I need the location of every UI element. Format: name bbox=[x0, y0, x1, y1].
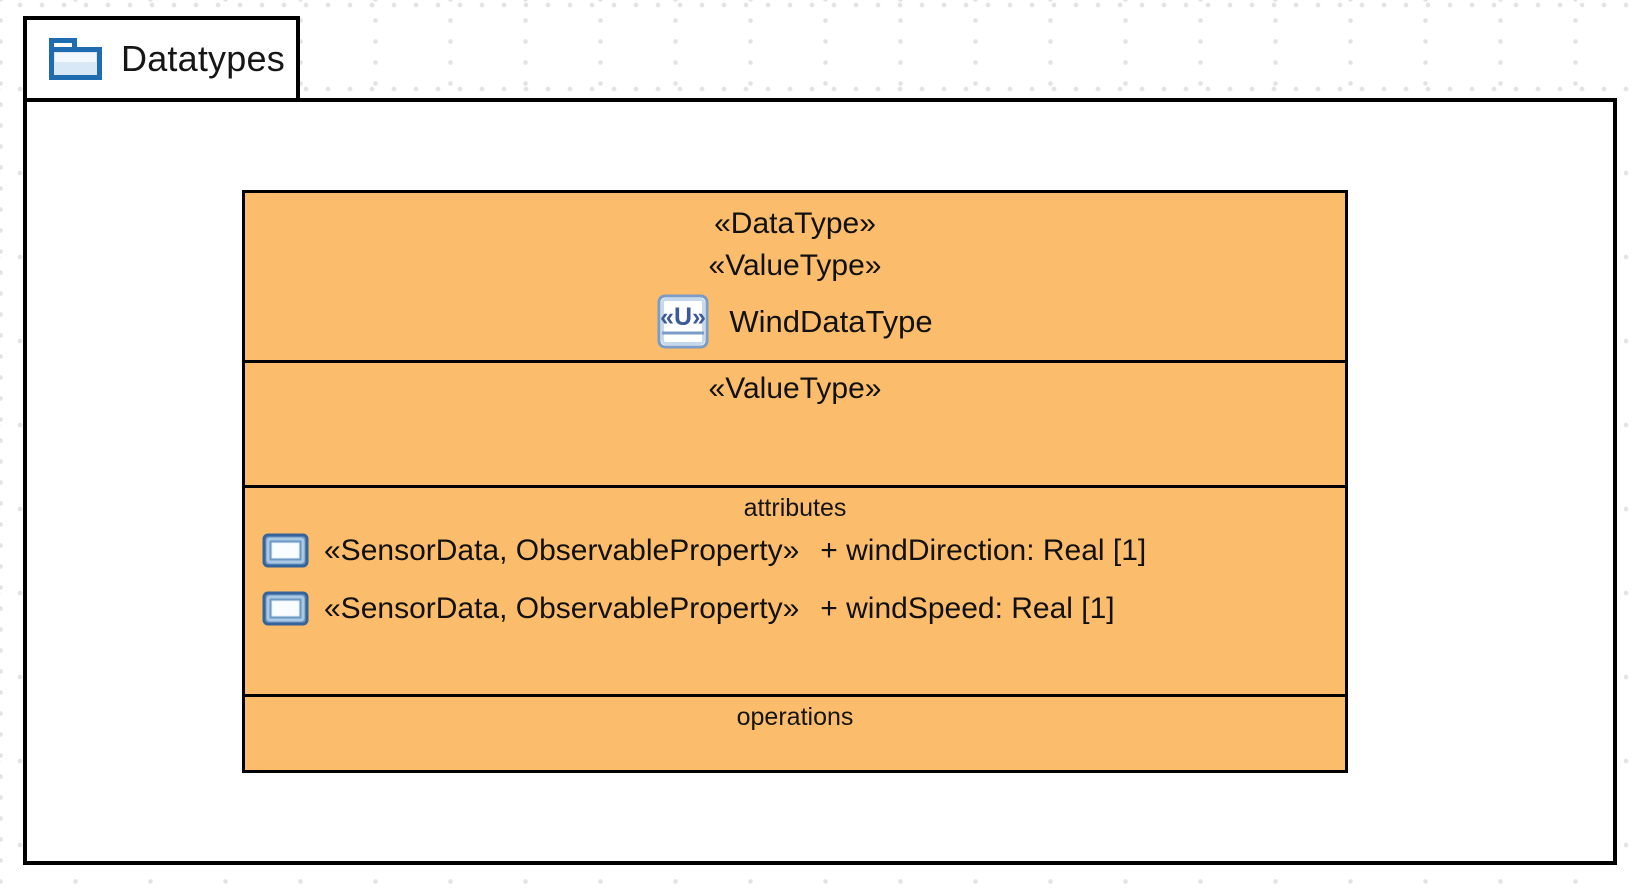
package-name: Datatypes bbox=[121, 38, 285, 79]
attribute-signature: + windSpeed: Real [1] bbox=[820, 591, 1115, 625]
stereotype-datatype: «DataType» bbox=[714, 207, 876, 241]
valuetype-compartment[interactable]: «ValueType» bbox=[245, 360, 1345, 484]
operations-label: operations bbox=[736, 703, 854, 732]
compartment-stereotype-valuetype: «ValueType» bbox=[708, 372, 882, 406]
value-type-icon-glyph: «U» bbox=[660, 303, 706, 331]
attribute-signature: + windDirection: Real [1] bbox=[820, 533, 1147, 567]
package-tab-datatypes[interactable]: Datatypes bbox=[23, 16, 300, 102]
stereotype-valuetype: «ValueType» bbox=[708, 249, 882, 283]
class-header-compartment[interactable]: «DataType» «ValueType» «U» WindDataType bbox=[245, 193, 1345, 360]
operations-compartment[interactable]: operations bbox=[245, 694, 1345, 770]
property-icon bbox=[262, 591, 309, 626]
value-type-icon: «U» bbox=[657, 294, 709, 349]
attribute-row-winddirection[interactable]: «SensorData, ObservableProperty» + windD… bbox=[245, 522, 1345, 580]
attribute-stereotype: «SensorData, ObservableProperty» bbox=[324, 591, 800, 625]
class-name: WindDataType bbox=[729, 303, 933, 339]
folder-icon bbox=[47, 37, 103, 81]
attribute-row-windspeed[interactable]: «SensorData, ObservableProperty» + windS… bbox=[245, 580, 1345, 638]
attributes-label: attributes bbox=[743, 493, 847, 522]
class-box-winddatatype[interactable]: «DataType» «ValueType» «U» WindDataType … bbox=[242, 190, 1348, 773]
attributes-compartment[interactable]: attributes «SensorData, ObservableProper… bbox=[245, 484, 1345, 695]
property-icon bbox=[262, 533, 309, 568]
attribute-stereotype: «SensorData, ObservableProperty» bbox=[324, 533, 800, 567]
